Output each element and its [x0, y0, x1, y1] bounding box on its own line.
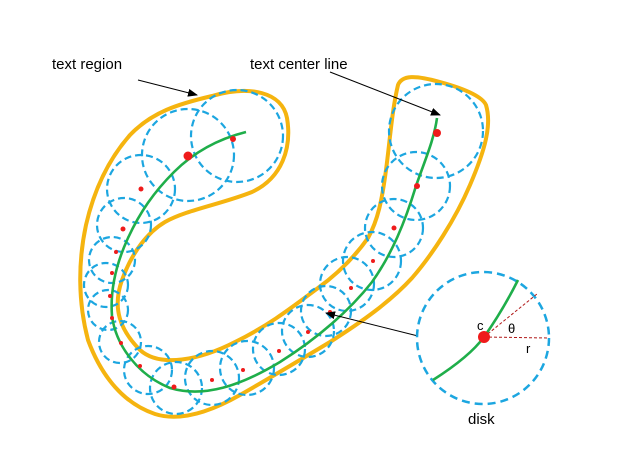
disk	[341, 230, 403, 292]
center-point-group	[108, 129, 441, 390]
disk-arrow	[325, 311, 419, 337]
disk	[86, 288, 130, 332]
disk	[97, 319, 143, 365]
center-point	[119, 341, 123, 345]
center-point	[171, 384, 177, 390]
center-point	[277, 349, 281, 353]
center-point	[306, 330, 310, 334]
center-point	[349, 286, 353, 290]
radius-label: r	[526, 341, 531, 356]
text-region-arrow	[137, 79, 198, 97]
center-point	[391, 225, 397, 231]
disk	[380, 150, 452, 222]
center-point	[241, 368, 245, 372]
center-point	[414, 183, 420, 189]
disk	[251, 321, 307, 377]
disk-detail	[415, 270, 551, 406]
center-point	[183, 151, 193, 161]
center-label: c	[477, 318, 484, 333]
theta-label: θ	[508, 321, 515, 336]
disk	[122, 344, 174, 396]
disk-group	[82, 82, 485, 416]
center-point	[371, 259, 375, 263]
disk	[363, 197, 425, 259]
disk	[183, 349, 241, 407]
disk	[148, 360, 204, 416]
disk	[387, 82, 485, 180]
disk	[82, 261, 130, 309]
disk-detail-center-line	[432, 279, 520, 382]
center-point	[230, 136, 236, 142]
disk	[318, 255, 376, 313]
text-center-line-arrow	[329, 71, 441, 116]
center-point	[114, 250, 118, 254]
center-point	[138, 364, 142, 368]
disk	[218, 339, 276, 397]
center-point	[138, 186, 144, 192]
center-point	[110, 316, 114, 320]
text-center-line	[110, 117, 439, 393]
center-point	[433, 129, 441, 137]
theta-guide-line	[483, 293, 538, 338]
disk	[87, 235, 137, 285]
disk-detail-center-point	[478, 331, 490, 343]
center-point	[210, 378, 214, 382]
text-region-label: text region	[52, 56, 122, 73]
disk	[280, 303, 336, 359]
disk-label: disk	[468, 411, 495, 428]
center-point	[120, 226, 126, 232]
disk	[95, 196, 153, 254]
text-center-line-label: text center line	[250, 56, 348, 73]
disk	[105, 153, 177, 225]
disk	[189, 88, 285, 184]
center-point	[108, 294, 112, 298]
radius-guide-line	[483, 336, 550, 339]
center-point	[110, 271, 114, 275]
